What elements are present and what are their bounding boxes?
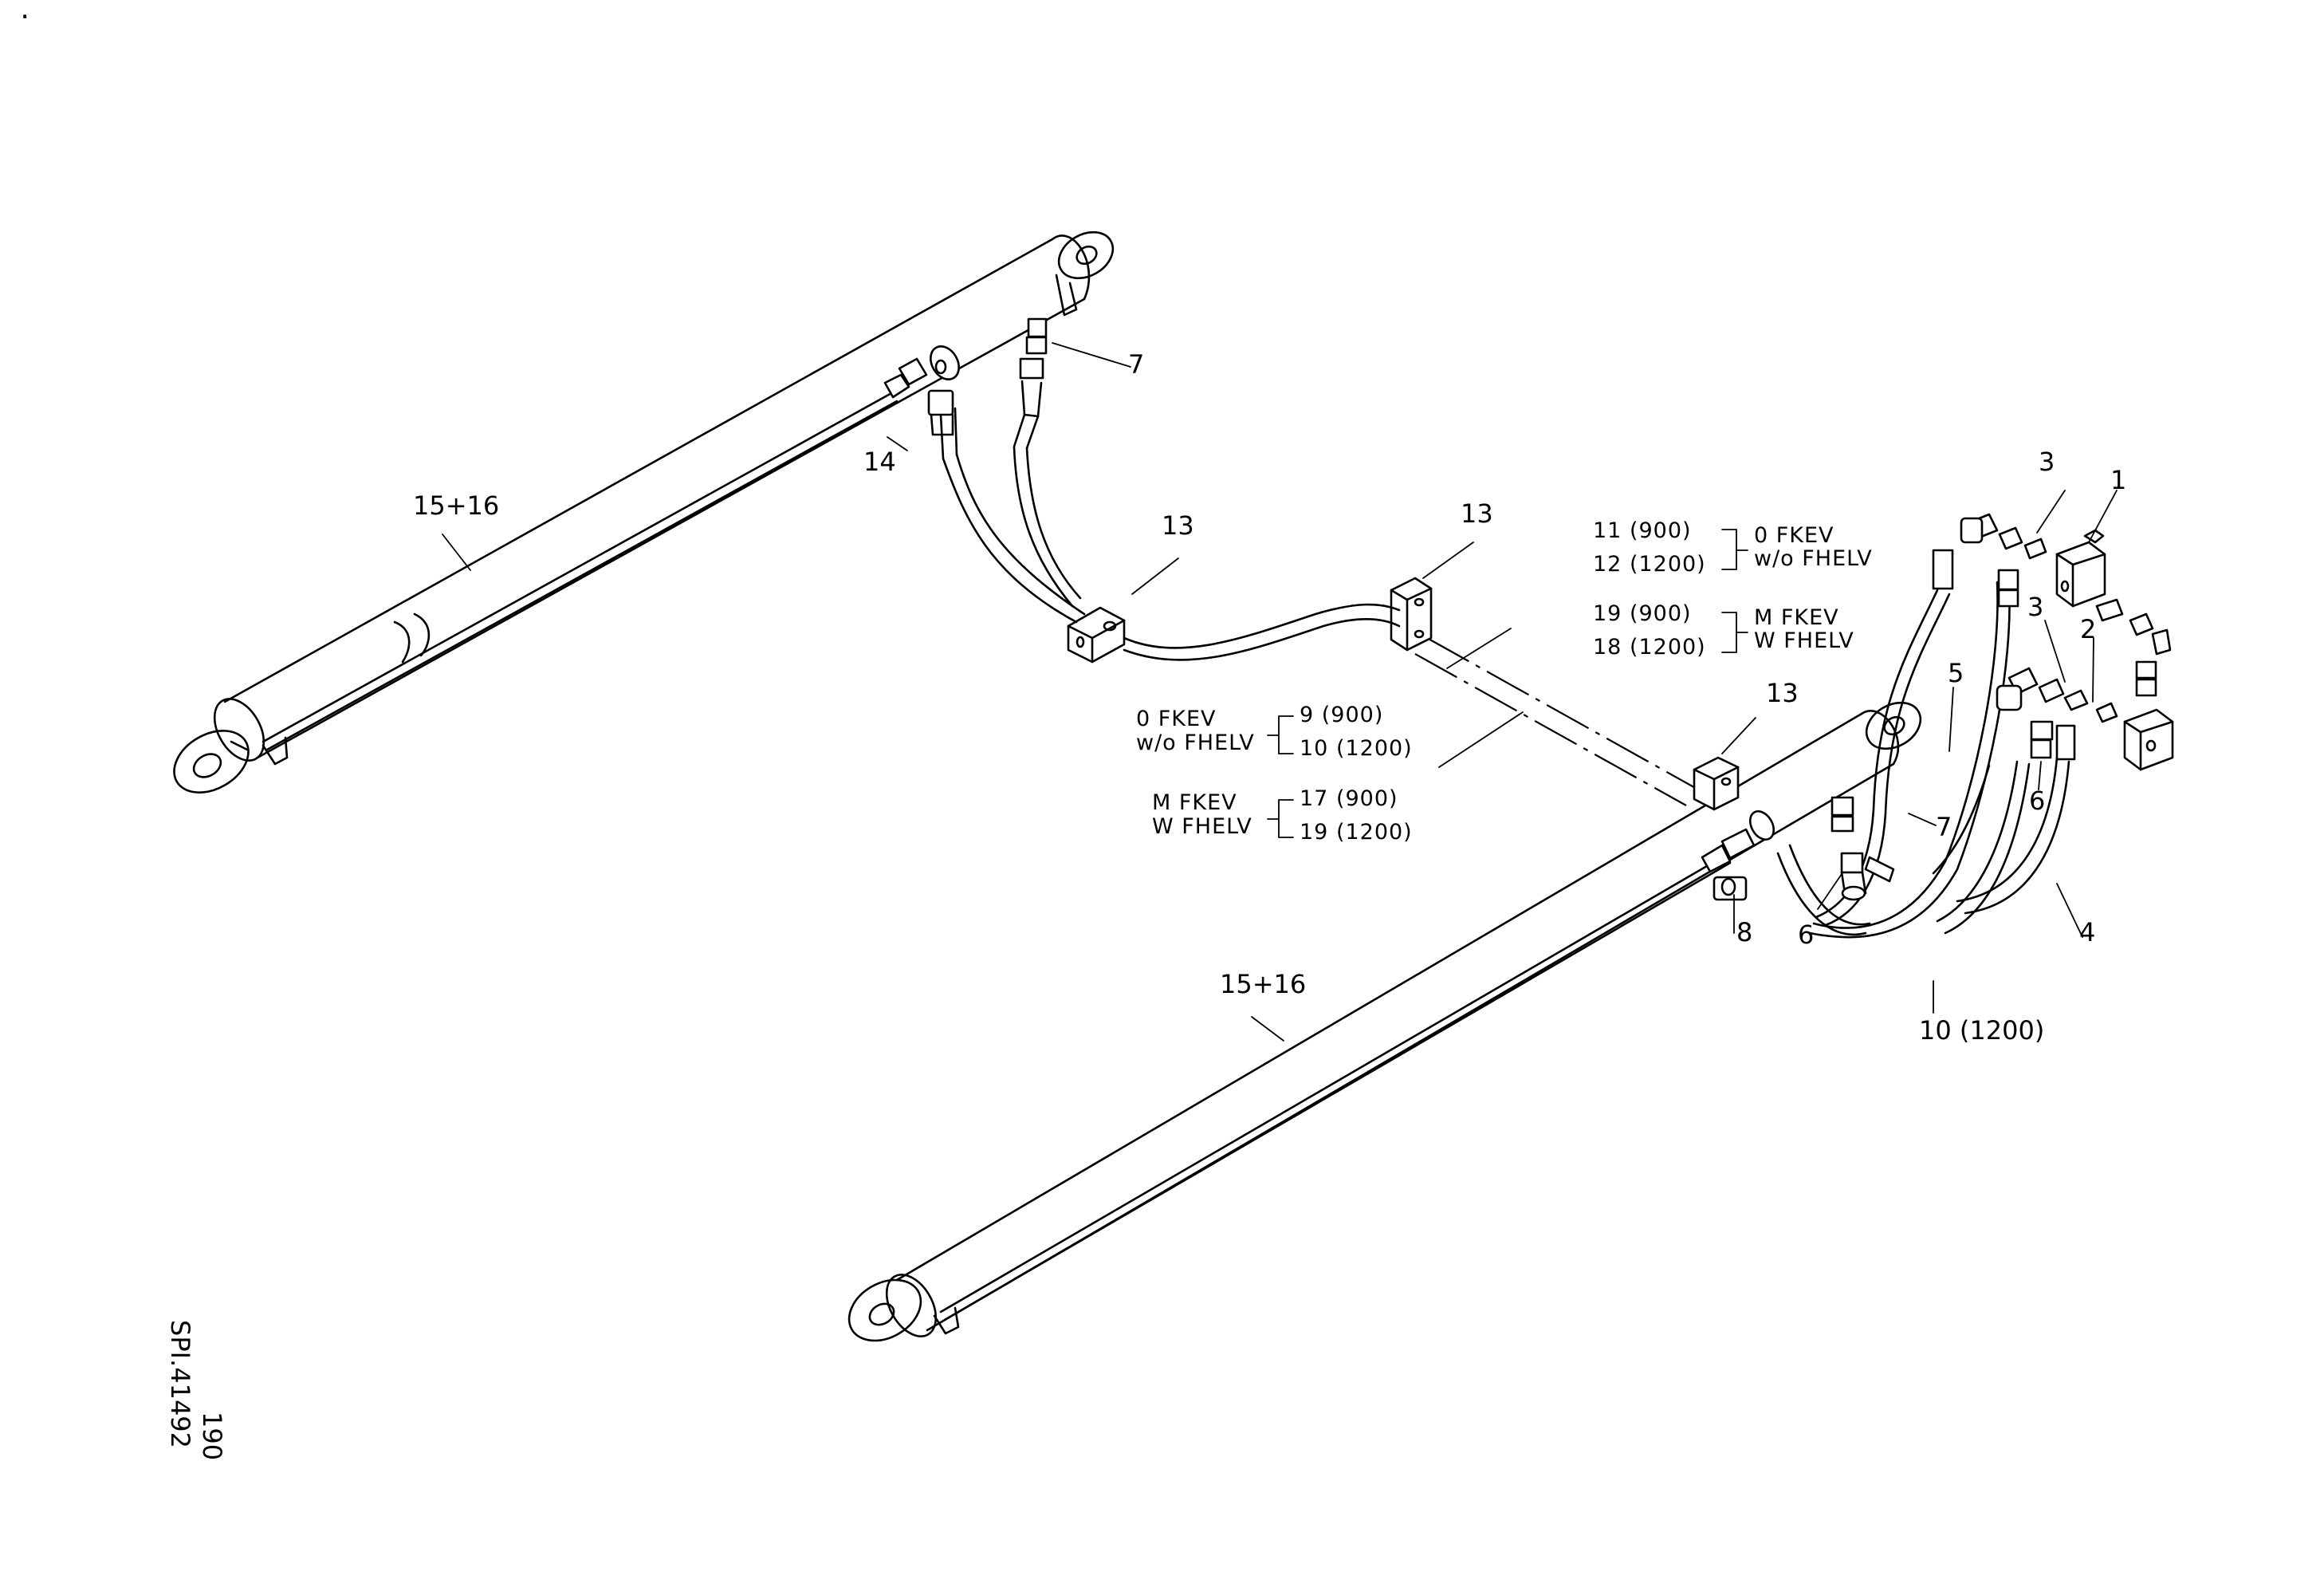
callout-4: 4	[2079, 917, 2095, 947]
note-mid-a-cond-1: 0 FKEV	[1136, 707, 1217, 731]
note-top-a-line-1: 11 (900)	[1593, 518, 1692, 543]
ref-block: SPI.41492 190	[165, 1320, 227, 1460]
callout-labels: 15+16 15+16 14 7 7 13 13 13 8 6 6 4 10 (…	[413, 349, 2126, 1046]
note-mid-b-line-1: 17 (900)	[1300, 786, 1398, 811]
hose-left-2	[1013, 413, 1082, 608]
fitting-side	[2095, 598, 2172, 697]
note-top-a: 11 (900) 12 (1200) 0 FKEV w/o FHELV	[1593, 518, 1873, 577]
callout-13-right: 13	[1766, 678, 1799, 708]
callout-6-right: 6	[2029, 786, 2045, 816]
callout-15-16-left: 15+16	[413, 490, 499, 521]
callout-13-mid: 13	[1461, 498, 1493, 529]
corner-mark: .	[22, 2, 27, 22]
callout-10-1200: 10 (1200)	[1919, 1015, 2044, 1046]
fitting-7-top	[1019, 317, 1048, 418]
note-mid-b: M FKEV W FHELV 17 (900) 19 (1200)	[1152, 786, 1413, 845]
note-top-b-cond-2: W FHELV	[1754, 628, 1854, 653]
callout-14: 14	[863, 447, 896, 477]
callout-15-16-right: 15+16	[1220, 969, 1306, 999]
clamp-3	[1693, 756, 1740, 811]
note-mid-a-line-2: 10 (1200)	[1300, 736, 1413, 761]
fitting-7-right	[1830, 796, 1854, 833]
callout-3-mid: 3	[2027, 592, 2043, 622]
note-top-a-line-2: 12 (1200)	[1593, 552, 1706, 577]
callout-8: 8	[1736, 917, 1752, 947]
callout-13-left: 13	[1162, 510, 1194, 541]
fitting-6-left	[1840, 852, 1867, 901]
callout-3-top: 3	[2039, 447, 2055, 477]
fitting-14	[927, 389, 954, 436]
fitting-8	[1713, 876, 1748, 901]
fitting-right-ends	[1864, 517, 2019, 883]
valve-1	[2055, 529, 2106, 608]
note-top-b: 19 (900) 18 (1200) M FKEV W FHELV	[1593, 601, 1854, 660]
cylinder-left	[173, 230, 1115, 794]
cross-tube	[1414, 637, 1699, 806]
valve-2	[2123, 708, 2174, 771]
hose-left-1	[939, 407, 1401, 661]
note-top-b-line-2: 18 (1200)	[1593, 635, 1706, 660]
note-mid-a-line-1: 9 (900)	[1300, 703, 1383, 727]
callout-2: 2	[2080, 614, 2096, 644]
fitting-6-right	[1996, 684, 2076, 761]
cylinder-right	[847, 701, 1922, 1342]
clamp-2	[1390, 577, 1433, 652]
note-top-a-cond-1: 0 FKEV	[1754, 523, 1834, 548]
note-mid-b-cond-2: W FHELV	[1152, 814, 1252, 839]
clamp-1	[1067, 606, 1126, 664]
hose-right	[1776, 581, 2070, 939]
leader-lines	[442, 342, 2118, 1042]
callout-7-right: 7	[1936, 812, 1952, 842]
note-mid-b-cond-1: M FKEV	[1152, 790, 1237, 815]
note-mid-a-cond-2: w/o FHELV	[1136, 731, 1255, 755]
page-number: 190	[197, 1412, 227, 1460]
callout-5: 5	[1948, 658, 1964, 688]
callout-1: 1	[2110, 465, 2126, 495]
callout-7-top: 7	[1128, 349, 1144, 380]
note-mid-b-line-2: 19 (1200)	[1300, 820, 1413, 845]
ref-code: SPI.41492	[165, 1320, 195, 1448]
note-top-b-line-1: 19 (900)	[1593, 601, 1692, 626]
note-top-b-cond-1: M FKEV	[1754, 605, 1839, 630]
note-mid-a: 0 FKEV w/o FHELV 9 (900) 10 (1200)	[1136, 703, 1413, 761]
callout-6-left: 6	[1798, 920, 1814, 950]
note-top-a-cond-2: w/o FHELV	[1754, 546, 1873, 571]
